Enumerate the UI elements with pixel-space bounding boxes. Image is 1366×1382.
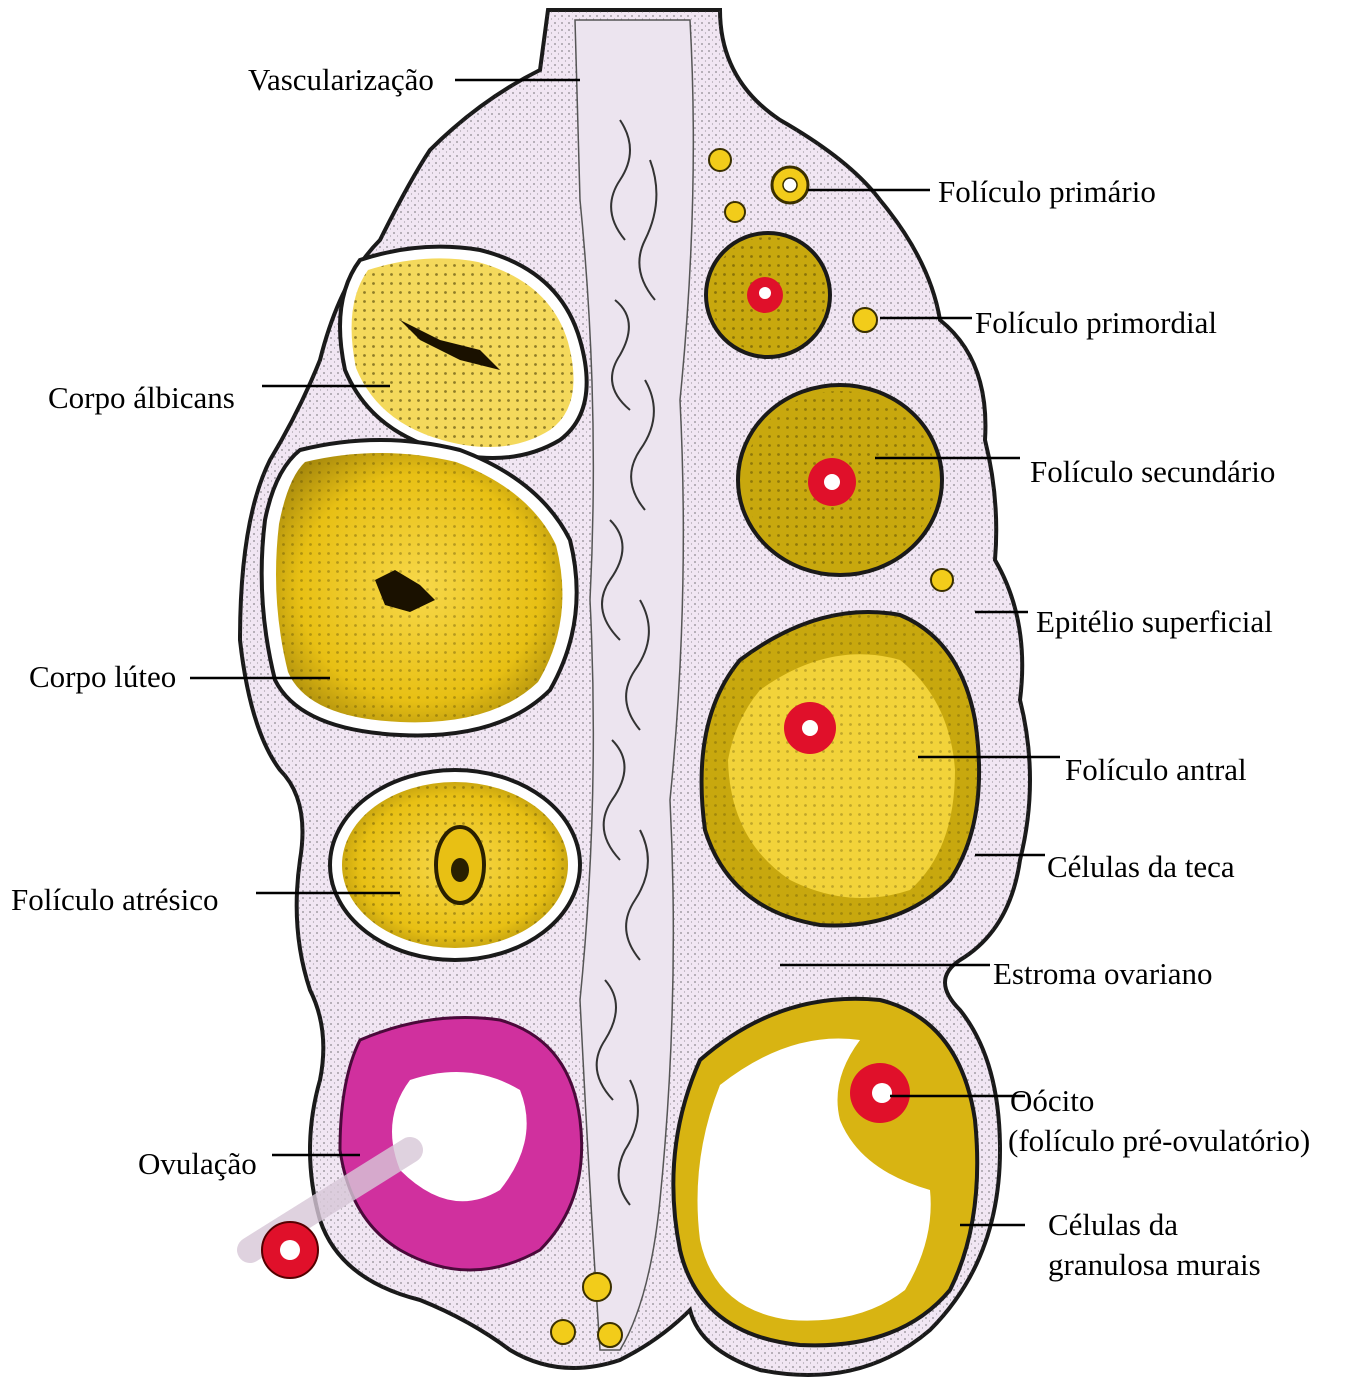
label-foliculo-secundario: Folículo secundário bbox=[1030, 452, 1275, 492]
label-celulas-teca: Células da teca bbox=[1047, 847, 1235, 887]
label-celulas-granulosa-line1: Células da bbox=[1048, 1205, 1178, 1245]
label-corpo-albicans: Corpo álbicans bbox=[48, 378, 235, 418]
label-corpo-luteo: Corpo lúteo bbox=[29, 657, 176, 697]
label-foliculo-primordial: Folículo primordial bbox=[975, 303, 1217, 343]
released-oocyte bbox=[262, 1222, 318, 1278]
label-foliculo-atresico: Folículo atrésico bbox=[11, 880, 218, 920]
label-foliculo-primario: Folículo primário bbox=[938, 172, 1156, 212]
foliculo-pre-ovulatorio-shape bbox=[673, 999, 977, 1346]
label-vascularizacao: Vascularização bbox=[248, 60, 434, 100]
foliculo-antral-shape bbox=[702, 612, 980, 925]
label-ovulacao: Ovulação bbox=[138, 1144, 257, 1184]
foliculo-secundario-shape bbox=[738, 385, 942, 575]
foliculo-primario-grande bbox=[706, 233, 830, 357]
label-foliculo-antral: Folículo antral bbox=[1065, 750, 1247, 790]
label-celulas-granulosa-line2: granulosa murais bbox=[1048, 1245, 1261, 1285]
label-oocito: Oócito bbox=[1010, 1081, 1094, 1121]
foliculo-atresico-shape bbox=[330, 770, 580, 960]
label-epitelio-superficial: Epitélio superficial bbox=[1036, 602, 1273, 642]
label-foliculo-pre-ovulatorio: (folículo pré-ovulatório) bbox=[1008, 1121, 1310, 1161]
label-estroma-ovariano: Estroma ovariano bbox=[993, 954, 1213, 994]
